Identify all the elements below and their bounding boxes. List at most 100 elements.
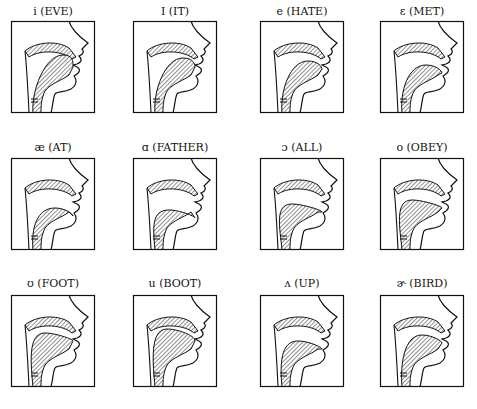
glottis-mark <box>153 239 160 240</box>
vocal-tract-panel <box>134 295 217 387</box>
vowel-label: ʌ (UP) <box>283 277 322 290</box>
glottis-mark <box>153 99 160 100</box>
glottis-mark <box>400 373 407 374</box>
glottis-mark <box>280 236 287 237</box>
glottis-mark <box>31 373 38 374</box>
panel-content <box>25 158 88 250</box>
pharynx-wall <box>274 325 278 387</box>
palate <box>274 43 325 59</box>
panel-frame <box>381 296 464 387</box>
vocal-tract-panel <box>261 295 344 387</box>
panel-content <box>147 295 210 387</box>
panel-frame <box>261 296 344 387</box>
tongue <box>279 204 322 250</box>
glottis-mark <box>153 102 160 103</box>
tongue <box>282 61 322 113</box>
pharynx-wall <box>25 51 29 113</box>
panel-content <box>274 158 337 250</box>
glottis-mark <box>31 102 38 103</box>
panel-content <box>394 21 457 113</box>
glottis-mark <box>31 239 38 240</box>
panel-frame <box>12 22 95 113</box>
panel-content <box>147 158 210 250</box>
glottis-mark <box>280 99 287 100</box>
tongue <box>31 333 73 387</box>
panel-frame <box>261 159 344 250</box>
pharynx-wall <box>394 51 398 113</box>
tongue <box>155 58 195 113</box>
tongue <box>399 200 442 250</box>
panel-content <box>25 21 88 113</box>
tongue <box>154 210 195 250</box>
face-profile <box>51 158 88 250</box>
glottis-mark <box>280 239 287 240</box>
panel-content <box>274 21 337 113</box>
panel-frame <box>261 22 344 113</box>
palate <box>274 317 325 333</box>
vocal-tract-panel <box>261 158 344 250</box>
glottis-mark <box>31 236 38 237</box>
glottis-mark <box>153 236 160 237</box>
vowel-label: ʊ (FOOT) <box>25 277 81 290</box>
tongue <box>402 335 442 387</box>
vowel-label: æ (AT) <box>32 141 73 154</box>
pharynx-wall <box>274 188 278 250</box>
palate <box>147 43 198 59</box>
vocal-tract-panel <box>134 21 217 113</box>
panel-content <box>25 295 88 387</box>
tongue <box>33 208 73 250</box>
vocal-tract-panel <box>12 158 95 250</box>
palate <box>394 43 445 59</box>
pharynx-wall <box>147 51 151 113</box>
glottis-mark <box>280 376 287 377</box>
palate <box>394 180 445 196</box>
vocal-tract-panel <box>381 295 464 387</box>
pharynx-wall <box>274 51 278 113</box>
vowel-label: i (EVE) <box>31 5 75 18</box>
face-profile <box>300 295 337 387</box>
panel-content <box>147 21 210 113</box>
vowel-label: ɑ (FATHER) <box>140 141 210 154</box>
glottis-mark <box>153 373 160 374</box>
tongue <box>33 55 73 113</box>
vowel-label: u (BOOT) <box>147 277 204 290</box>
vowel-label: o (OBEY) <box>394 141 449 154</box>
glottis-mark <box>400 239 407 240</box>
glottis-mark <box>280 373 287 374</box>
palate <box>25 180 76 196</box>
pharynx-wall <box>25 188 29 250</box>
vowel-label: ɔ (ALL) <box>280 141 325 154</box>
pharynx-wall <box>394 188 398 250</box>
panel-frame <box>12 296 95 387</box>
panel-content <box>274 295 337 387</box>
tongue <box>153 329 195 387</box>
panel-frame <box>12 159 95 250</box>
vowel-label: ɚ (BIRD) <box>395 277 450 290</box>
pharynx-wall <box>147 188 151 250</box>
panel-frame <box>134 296 217 387</box>
panel-frame <box>134 22 217 113</box>
glottis-mark <box>31 99 38 100</box>
vocal-tract-panel <box>261 21 344 113</box>
glottis-mark <box>31 376 38 377</box>
palate <box>274 180 325 196</box>
vocal-tract-panel <box>381 21 464 113</box>
vocal-tract-panel <box>381 158 464 250</box>
pharynx-wall <box>147 325 151 387</box>
vocal-tract-panel <box>12 295 95 387</box>
panel-content <box>394 295 457 387</box>
glottis-mark <box>400 236 407 237</box>
face-profile <box>300 158 337 250</box>
panel-frame <box>381 159 464 250</box>
vowel-label: e (HATE) <box>275 5 330 18</box>
panel-frame <box>381 22 464 113</box>
glottis-mark <box>400 102 407 103</box>
glottis-mark <box>400 376 407 377</box>
panel-content <box>394 158 457 250</box>
pharynx-wall <box>25 325 29 387</box>
glottis-mark <box>280 102 287 103</box>
glottis-mark <box>153 376 160 377</box>
vocal-tract-panel <box>12 21 95 113</box>
palate <box>25 317 76 333</box>
